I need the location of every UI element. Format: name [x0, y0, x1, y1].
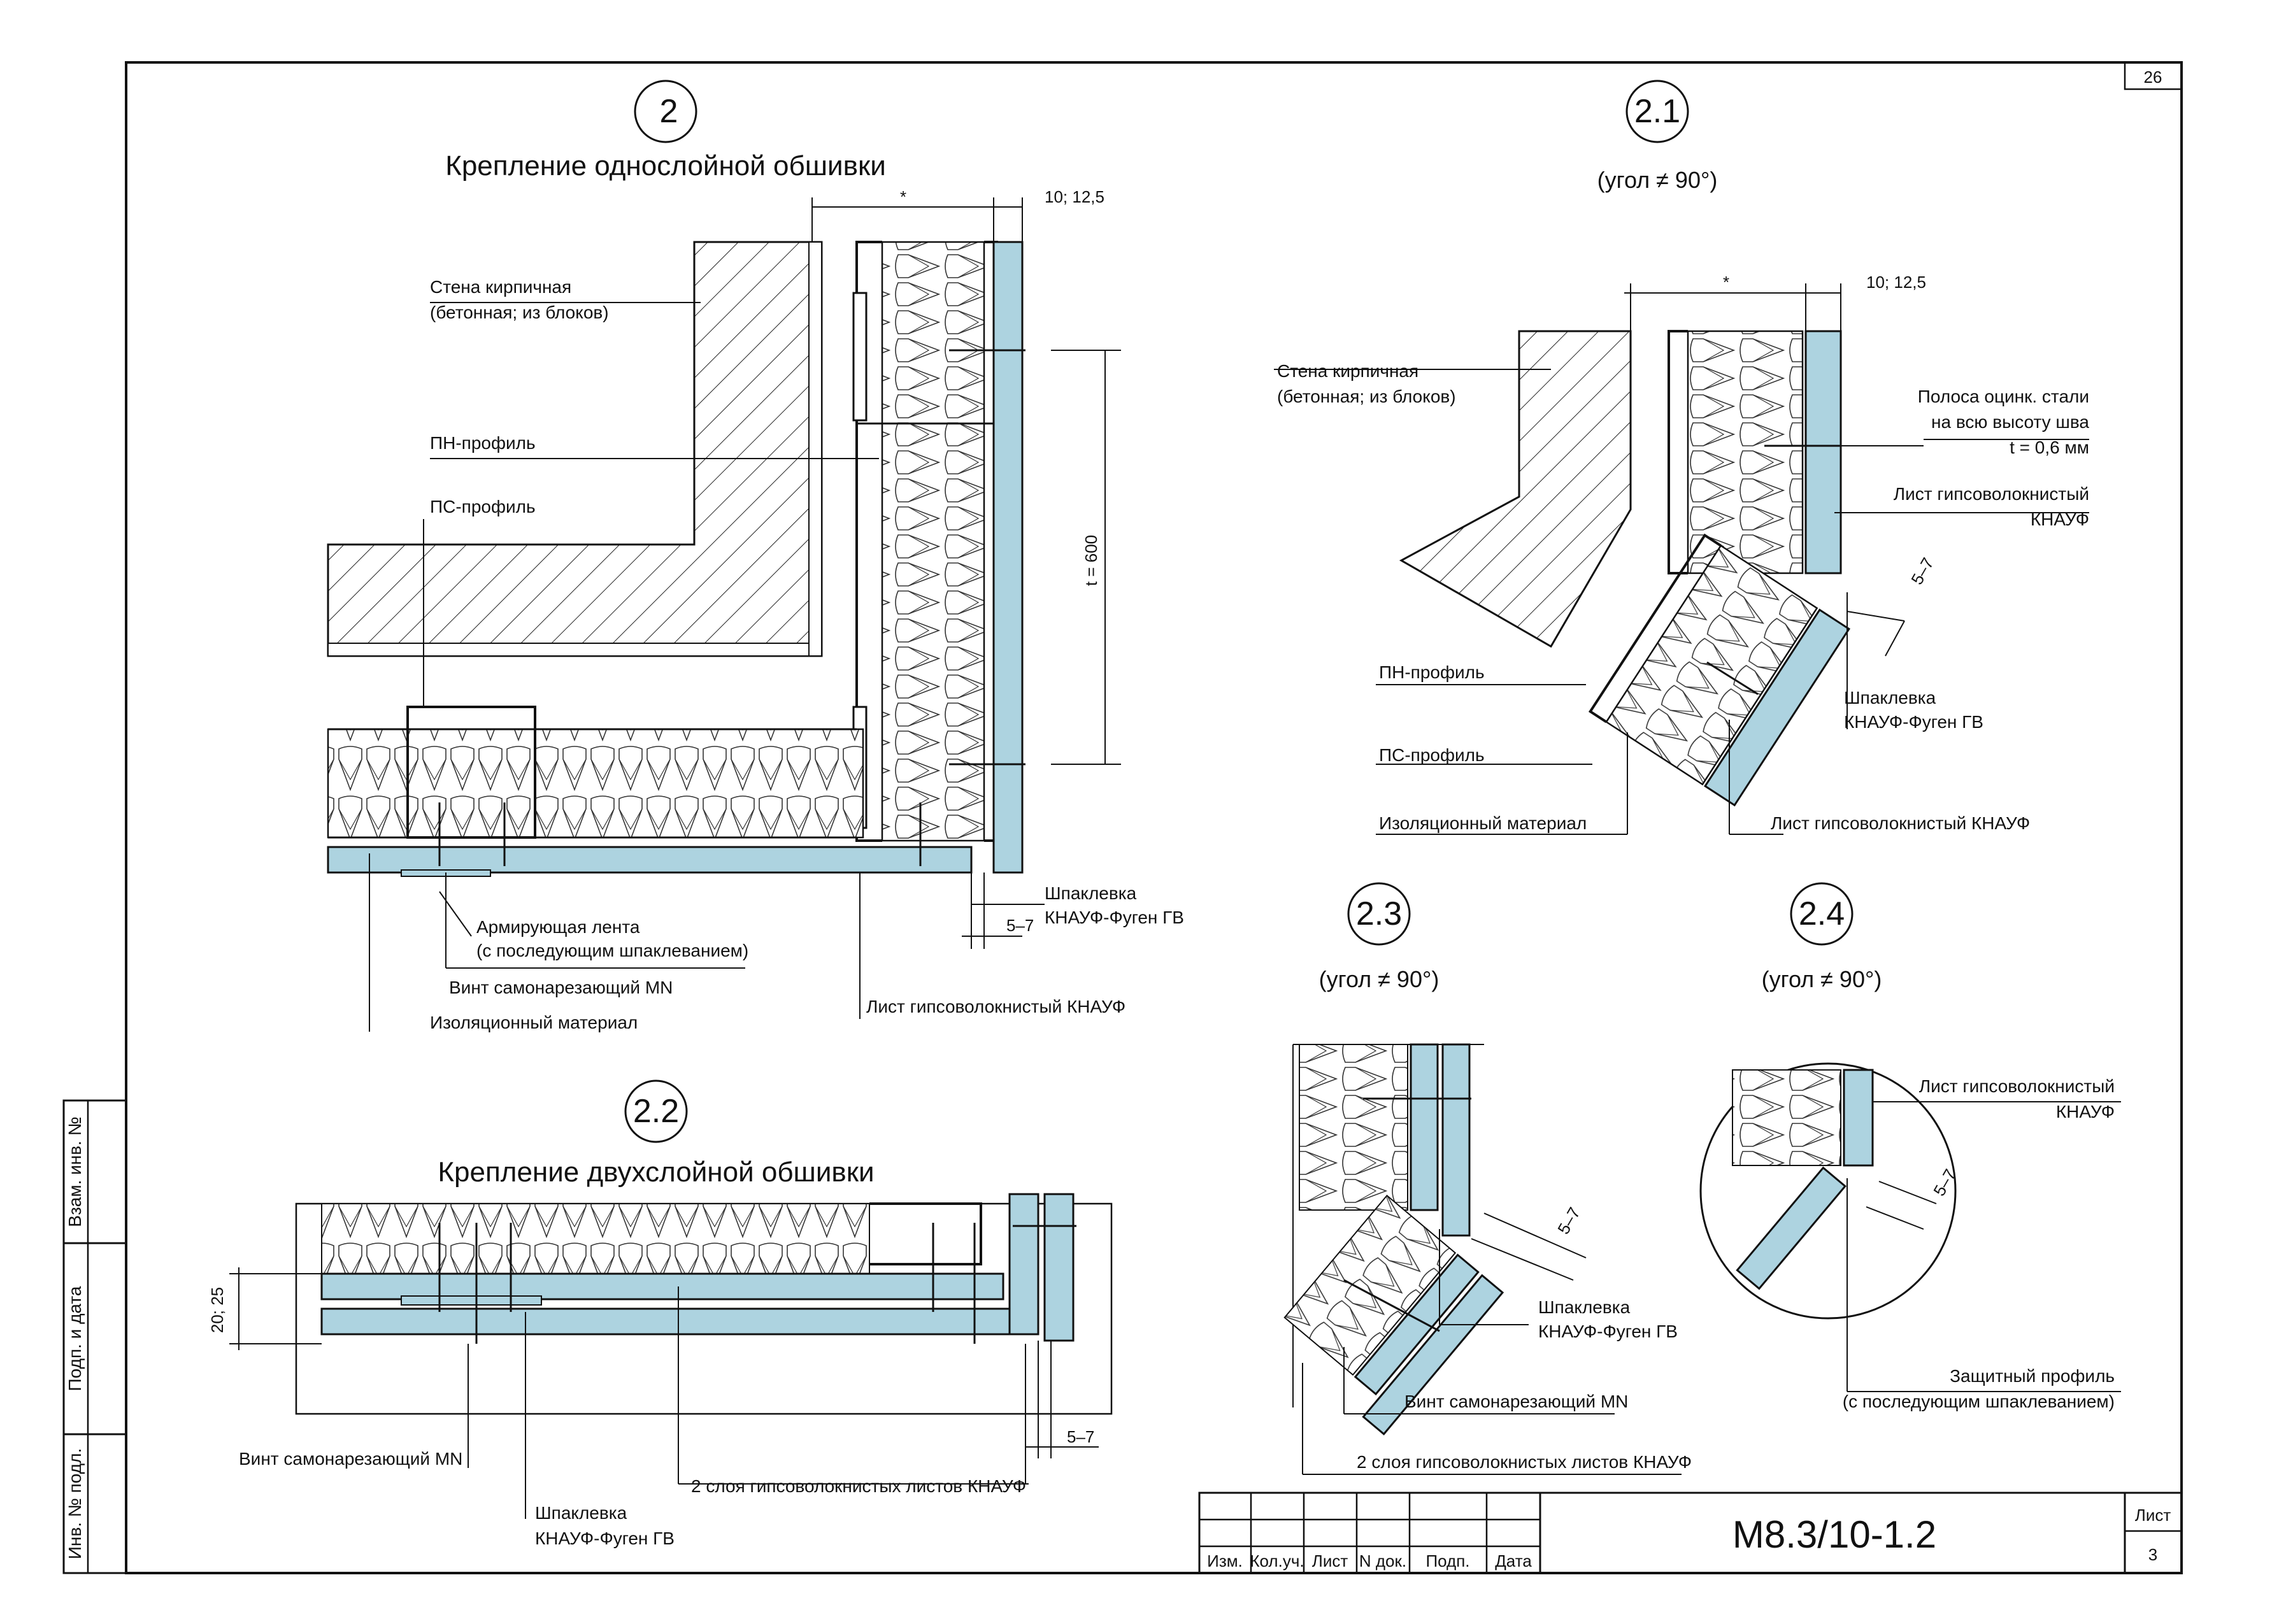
detail-2-wall-label: Стена кирпичная [430, 277, 571, 297]
detail-2-3-number: 2.3 [1356, 895, 1402, 932]
detail-2-tape-label: (с последующим шпаклеванием) [476, 941, 748, 960]
detail-2-1-number: 2.1 [1634, 93, 1680, 130]
detail-2-4-marker [1790, 882, 1854, 946]
detail-2-2-dim-gap: 5–7 [1067, 1427, 1094, 1446]
detail-2-1-wall-label: Стена кирпичная [1277, 361, 1418, 381]
detail-2-4-profile-label: Защитный профиль [1950, 1366, 2115, 1386]
detail-2-3-screw-label: Винт самонарезающий MN [1404, 1392, 1628, 1411]
title-block-header: N док. [1359, 1551, 1406, 1571]
detail-2-2-putty-label: КНАУФ-Фуген ГВ [535, 1528, 675, 1548]
detail-2-wall-label: (бетонная; из блоков) [430, 303, 609, 322]
detail-2-1-putty-label: КНАУФ-Фуген ГВ [1844, 712, 1983, 732]
detail-2-1-strip-label: Полоса оцинк. стали [1918, 387, 2089, 406]
detail-2-1-drawing [1274, 283, 2089, 835]
detail-2-4-drawing [1699, 1062, 2121, 1392]
sheet-frame [62, 61, 2183, 1574]
detail-2-1-strip-label: t = 0,6 мм [2010, 438, 2089, 457]
sheet-label: Лист [2135, 1506, 2171, 1525]
detail-2-2-number: 2.2 [633, 1093, 679, 1130]
detail-2-1-insulation-label: Изоляционный материал [1379, 813, 1587, 833]
detail-2-1-sheet-label: Лист гипсоволокнистый [1894, 484, 2089, 504]
detail-2-2-putty-label: Шпаклевка [535, 1503, 627, 1523]
detail-2-dim-gap: 5–7 [1006, 916, 1034, 935]
detail-2-1-marker [1625, 80, 1689, 143]
title-block-header: Лист [1312, 1551, 1348, 1571]
detail-2-4-sheet-label: Лист гипсоволокнистый [1919, 1076, 2115, 1096]
detail-2-2-layers-label: 2 слоя гипсоволокнистых листов КНАУФ [691, 1476, 1026, 1496]
detail-2-3-dim-gap: 5–7 [1554, 1204, 1584, 1237]
detail-2-4-profile-label: (с последующим шпаклеванием) [1843, 1392, 2115, 1411]
detail-2-1-sheet-label: КНАУФ [2031, 509, 2089, 529]
detail-2-sheet-label: Лист гипсоволокнистый КНАУФ [866, 997, 1125, 1016]
detail-2-putty-label: Шпаклевка [1045, 883, 1137, 903]
detail-2-1-dim-gap: 5–7 [1907, 554, 1938, 588]
detail-2-title: Крепление однослойной обшивки [445, 150, 886, 182]
detail-2-4-number: 2.4 [1799, 895, 1845, 932]
sheet-number: 3 [2148, 1545, 2157, 1564]
detail-2-1-ps-label: ПС-профиль [1379, 745, 1485, 765]
detail-2-2-dim-thickness: 20; 25 [208, 1287, 227, 1333]
detail-2-3-drawing [1283, 1043, 1682, 1475]
detail-2-1-sheet-full-label: Лист гипсоволокнистый КНАУФ [1771, 813, 2030, 833]
side-stamp-signature: Подп. и дата [65, 1286, 85, 1391]
detail-2-dim-thickness: 10; 12,5 [1045, 187, 1104, 206]
detail-2-3-subtitle: (угол ≠ 90°) [1319, 966, 1439, 992]
document-code: М8.3/10-1.2 [1732, 1513, 1936, 1556]
detail-2-4-sheet-label: КНАУФ [2056, 1102, 2115, 1122]
detail-2-putty-label: КНАУФ-Фуген ГВ [1045, 908, 1184, 927]
detail-2-1-subtitle: (угол ≠ 90°) [1597, 167, 1718, 193]
detail-2-ps-label: ПС-профиль [430, 497, 536, 516]
detail-2-3-putty-label: Шпаклевка [1538, 1297, 1631, 1317]
detail-2-1-dim-thickness: 10; 12,5 [1866, 273, 1926, 292]
side-stamp-original: Инв. № подл. [65, 1448, 85, 1559]
detail-2-number: 2 [660, 93, 678, 130]
title-block-header: Подп. [1425, 1551, 1469, 1571]
top-page-number: 26 [2144, 68, 2162, 87]
detail-2-1-pn-label: ПН-профиль [1379, 662, 1485, 682]
detail-2-marker [634, 80, 697, 143]
detail-2-3-layers-label: 2 слоя гипсоволокнистых листов КНАУФ [1357, 1452, 1692, 1472]
detail-2-2-marker [624, 1079, 688, 1143]
title-block-header: Кол.уч. [1250, 1551, 1304, 1571]
title-block-header: Дата [1495, 1551, 1532, 1571]
detail-2-pn-label: ПН-профиль [430, 433, 536, 453]
detail-2-4-subtitle: (угол ≠ 90°) [1762, 966, 1882, 992]
side-stamp-replaced: Взам. инв. № [65, 1116, 85, 1227]
detail-2-1-putty-label: Шпаклевка [1844, 688, 1936, 708]
detail-2-1-strip-label: на всю высоту шва [1931, 412, 2089, 432]
detail-2-dim-spacing: t = 600 [1082, 535, 1101, 586]
detail-2-insulation-label: Изоляционный материал [430, 1013, 638, 1032]
detail-2-1-dim-star: * [1723, 273, 1729, 292]
detail-2-3-putty-label: КНАУФ-Фуген ГВ [1538, 1321, 1678, 1341]
detail-2-tape-label: Армирующая лента [476, 917, 640, 937]
detail-2-drawing [327, 197, 1121, 1032]
detail-2-2-drawing [229, 1193, 1113, 1519]
detail-2-2-screw-label: Винт самонарезающий MN [239, 1449, 462, 1469]
detail-2-3-marker [1347, 882, 1411, 946]
detail-2-2-title: Крепление двухслойной обшивки [438, 1157, 874, 1188]
detail-2-screw-label: Винт самонарезающий MN [449, 978, 673, 997]
detail-2-1-wall-label: (бетонная; из блоков) [1277, 387, 1456, 406]
title-block-header: Изм. [1207, 1551, 1243, 1571]
detail-2-dim-star: * [900, 187, 906, 206]
